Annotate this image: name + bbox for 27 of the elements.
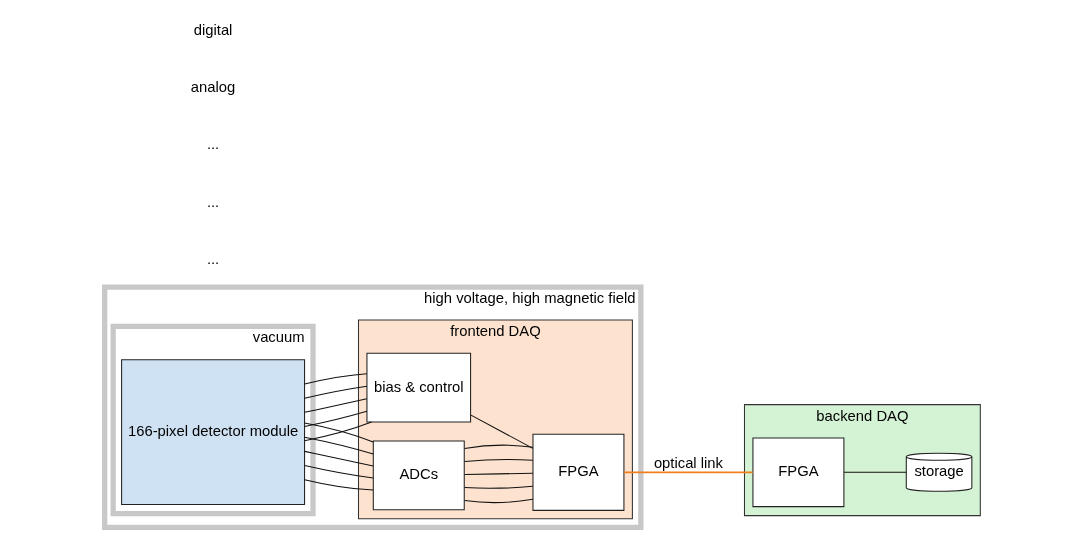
connector [304,450,374,467]
connector [304,373,368,385]
connector [304,465,374,479]
label: ... [206,136,220,153]
label: analog [190,79,236,96]
connector [304,479,374,491]
connector [464,485,534,489]
label: digital [193,22,233,39]
connector [843,471,907,473]
connector [304,436,374,455]
node-box: bias & control [366,352,472,423]
node-box: FPGA [752,437,845,508]
connector [464,458,534,463]
node-box: ADCs [372,440,465,511]
connector [304,398,368,413]
connector [304,385,368,399]
node-box: FPGA [532,433,625,511]
label: ... [206,193,220,210]
node-box: 166-pixel detector module [121,359,306,506]
connector [464,498,534,503]
connector [464,472,534,476]
connector [464,444,534,450]
connector [304,410,368,428]
connector [470,414,534,449]
connector [623,471,754,474]
edge-label: optical link [653,455,723,472]
label: ... [206,250,220,267]
